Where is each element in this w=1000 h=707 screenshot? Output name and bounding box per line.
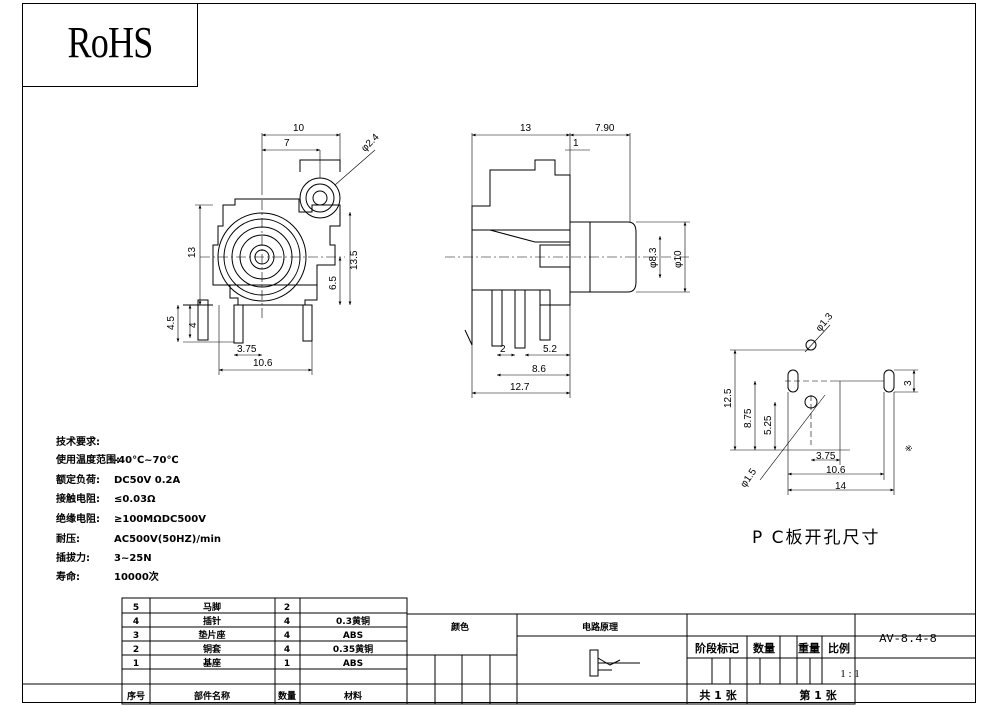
sheets-total: 共 1 张 [699,688,737,702]
front-dim-13-5: 13.5 [349,250,360,270]
pcb-dim-8-75: 8.75 [743,408,754,428]
pcb-dim-d1-3: φ1.3 [814,311,836,334]
bom-no-3: 3 [133,631,139,641]
bom-name-3: 垫片座 [198,629,225,641]
circuit-symbol [589,649,640,677]
pcb-dim-5-25: 5.25 [763,415,774,435]
sheet-number: 第 1 张 [799,688,837,702]
bom-name-2: 铜套 [203,643,222,655]
bom-name-4: 插针 [203,615,221,627]
scale-value: 1 : 1 [840,668,860,680]
spec-row-life: 寿命: 10000次 [56,568,159,583]
bom-header-name: 部件名称 [194,690,230,702]
bom-no-2: 2 [133,645,139,655]
bom-qty-4: 4 [284,617,290,627]
spec-label: 绝缘电阻: [56,514,100,525]
front-dim-4-5: 4.5 [166,316,177,330]
bom-qty-2: 4 [284,645,290,655]
side-dim-5-2: 5.2 [543,344,557,355]
spec-title: 技术要求: [56,437,100,448]
side-dim-1: 1 [573,138,579,149]
bom-qty-5: 2 [284,603,290,613]
front-dim-6-5: 6.5 [328,276,339,290]
bom-mat-4: 0.3黄铜 [336,615,370,627]
spec-value: AC500V(50HZ)/min [114,534,221,545]
circuit-label: 电路原理 [582,621,618,633]
spec-row-insulation: 绝缘电阻: ≥100MΩDC500V [56,510,206,525]
bom-header-no: 序号 [127,690,145,702]
side-dim-7-90: 7.90 [595,123,615,134]
rohs-box: RoHS [22,3,198,87]
pcb-dim-14: 14 [835,481,847,492]
side-dim-d8-3: φ8.3 [648,247,659,268]
spec-value: 10000次 [114,572,159,583]
stage-label: 阶段标记 [695,641,739,655]
bom-header-qty: 数量 [278,690,296,702]
spec-label: 额定负荷: [56,475,100,486]
front-view [176,133,376,375]
bom-name-1: 基座 [202,657,221,669]
pcb-caption: P C板开孔尺寸 [752,528,881,548]
spec-value: ≤0.03Ω [114,494,156,505]
side-dim-d10: φ10 [673,250,684,268]
bom-qty-3: 4 [284,631,290,641]
title-block-grid [22,597,976,705]
spec-label: 寿命: [56,572,80,583]
part-number: AV-8.4-8 [879,632,937,646]
front-dim-10: 10 [293,123,305,134]
pcb-mark: ※ [904,444,914,452]
spec-label: 接触电阻: [56,494,100,505]
bom-no-5: 5 [133,603,139,613]
bom-mat-2: 0.35黄铜 [333,643,373,655]
spec-row-force: 插拔力: 3~25N [56,549,152,564]
front-dim-10-6: 10.6 [253,358,273,369]
pcb-dim-3: 3 [903,380,914,386]
spec-row-load: 额定负荷: DC50V 0.2A [56,471,180,486]
spec-value: ≥100MΩDC500V [114,514,206,525]
bom-header-material: 材料 [343,690,362,702]
bom-qty-1: 1 [284,659,290,669]
side-dim-12-7: 12.7 [510,382,530,393]
spec-row-voltage: 耐压: AC500V(50HZ)/min [56,530,221,545]
rohs-label: RoHS [67,18,154,67]
spec-row-temp: 使用温度范围:-40℃~70℃ [56,451,179,466]
pcb-dim-3-75: 3.75 [816,451,836,462]
front-dim-3-75: 3.75 [237,344,257,355]
side-dim-13: 13 [520,123,532,134]
front-dim-4: 4 [188,322,199,328]
pcb-dim-d1-5: φ1.5 [738,466,759,489]
front-dim-d2-4: φ2.4 [359,132,382,155]
spec-value: -40℃~70℃ [114,455,179,466]
scale-label: 比例 [828,641,850,655]
side-dim-2: 2 [500,344,506,355]
color-label: 颜色 [451,621,469,633]
bom-no-4: 4 [133,617,139,627]
spec-value: DC50V 0.2A [114,475,181,486]
side-dim-8-6: 8.6 [532,364,546,375]
pcb-dim-12-5: 12.5 [723,388,734,408]
spec-row-contact: 接触电阻: ≤0.03Ω [56,490,156,505]
spec-label: 插拔力: [56,553,90,564]
spec-label: 耐压: [56,534,80,545]
pcb-layout-view [730,324,918,495]
weight-label: 重量 [798,641,820,655]
drawing-frame [22,3,976,703]
spec-value: 3~25N [114,553,152,564]
pcb-dim-10-6: 10.6 [826,465,846,476]
front-dim-13: 13 [187,246,198,258]
bom-name-5: 马脚 [203,601,221,613]
bom-no-1: 1 [133,659,139,669]
quantity-label: 数量 [753,641,775,655]
front-dim-7: 7 [284,138,290,149]
side-view [445,133,690,398]
bom-mat-3: ABS [343,631,363,641]
bom-mat-1: ABS [343,659,363,669]
spec-label: 使用温度范围: [56,455,120,466]
